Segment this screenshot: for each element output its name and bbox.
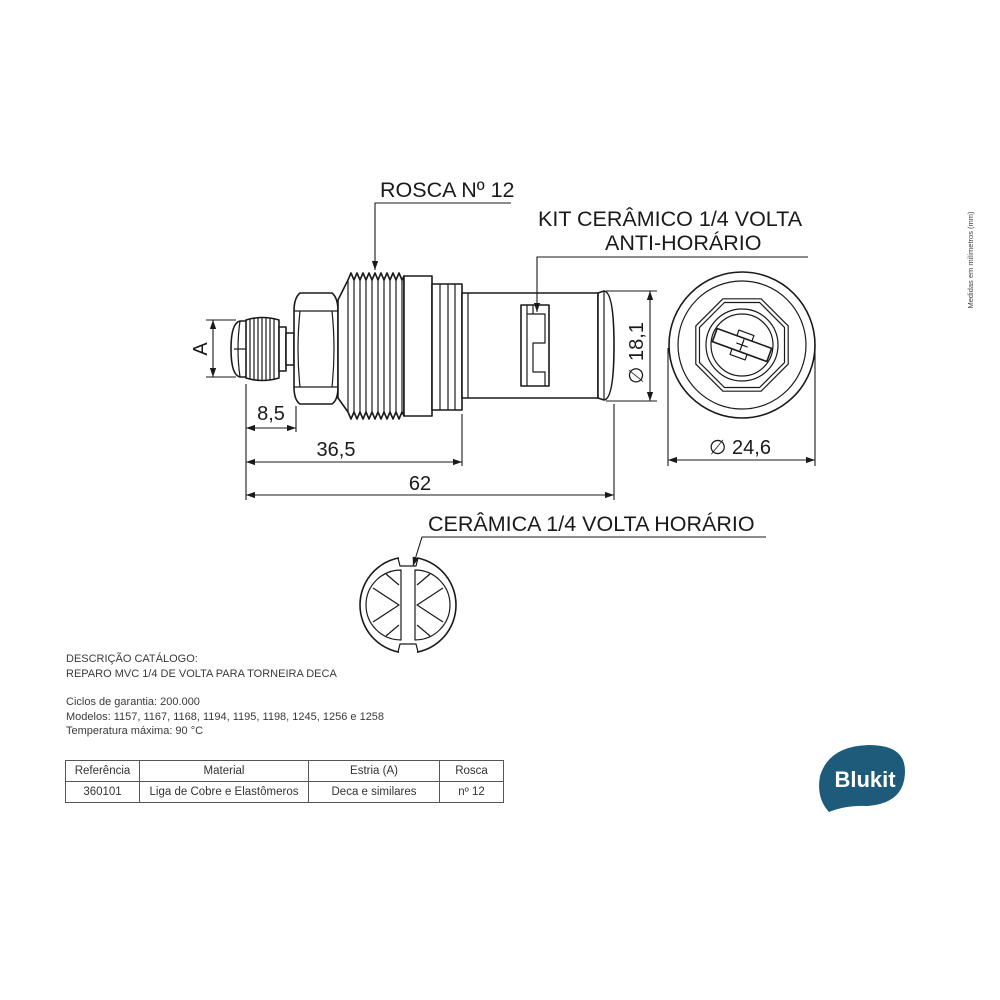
callout-rosca: ROSCA Nº 12 (371, 178, 515, 270)
valve-front-view (668, 271, 816, 419)
spline-stria (245, 316, 280, 382)
cell-estria: Deca e similares (308, 781, 440, 803)
valve-side-view (230, 272, 615, 420)
logo-shape (819, 745, 905, 812)
spec-warranty-cycles: Ciclos de garantia: 200.000 (66, 696, 200, 708)
dimension-a: A (190, 319, 236, 378)
spec-models: Modelos: 1157, 1167, 1168, 1194, 1195, 1… (66, 710, 385, 723)
body-shoulder (403, 275, 463, 417)
header-referencia: Referência (65, 760, 140, 782)
callout-kit-line1: KIT CERÂMICO 1/4 VOLTA (538, 206, 803, 231)
header-material: Material (139, 760, 309, 782)
spec-max-temperature: Temperatura máxima: 90 °C (66, 725, 204, 737)
knob-head (230, 320, 248, 378)
cell-material: Liga de Cobre e Elastômeros (139, 781, 309, 803)
dimension-diameter-24-6: ∅ 24,6 (667, 348, 816, 466)
callout-ceramica: CERÂMICA 1/4 VOLTA HORÁRIO (412, 511, 766, 567)
header-estria: Estria (A) (308, 760, 440, 782)
hex-nut (293, 292, 339, 405)
logo-text: Blukit (834, 767, 896, 792)
dimension-diameter-18-1: ∅ 18,1 (606, 290, 657, 402)
cell-rosca: nº 12 (439, 781, 504, 803)
ceramic-window (520, 304, 550, 387)
callout-kit-ceramico: KIT CERÂMICO 1/4 VOLTA ANTI-HORÁRIO (533, 206, 808, 312)
callout-ceramica-label: CERÂMICA 1/4 VOLTA HORÁRIO (428, 511, 755, 536)
dimension-62-label: 62 (409, 473, 431, 495)
screw-slot (711, 327, 773, 363)
dimension-8-5: 8,5 (245, 384, 297, 500)
dimension-a-label: A (190, 342, 212, 356)
header-rosca: Rosca (439, 760, 504, 782)
catalog-description: DESCRIÇÃO CATÁLOGO: REPARO MVC 1/4 DE VO… (66, 652, 384, 739)
description-title: DESCRIÇÃO CATÁLOGO: (66, 653, 198, 665)
description-text: REPARO MVC 1/4 DE VOLTA PARA TORNEIRA DE… (66, 667, 337, 680)
dimension-diameter-24-6-label: ∅ 24,6 (709, 437, 771, 459)
table-row: 360101 Liga de Cobre e Elastômeros Deca … (65, 781, 504, 803)
units-note: Medidas em milímetros (mm) (966, 211, 975, 309)
callout-rosca-label: ROSCA Nº 12 (380, 178, 515, 202)
stem-neck (278, 326, 295, 372)
dimension-diameter-18-1-label: ∅ 18,1 (626, 322, 648, 384)
end-cap (597, 290, 615, 401)
dimension-62: 62 (246, 404, 615, 500)
spec-table: Referência Material Estria (A) Rosca 360… (65, 760, 504, 803)
dimension-36-5-label: 36,5 (317, 439, 356, 461)
thread-rosca (337, 272, 405, 420)
table-header-row: Referência Material Estria (A) Rosca (65, 760, 504, 782)
dimension-8-5-label: 8,5 (257, 403, 285, 425)
ceramic-disk-view (359, 552, 457, 658)
callout-kit-line2: ANTI-HORÁRIO (605, 230, 761, 255)
dimension-36-5: 36,5 (246, 414, 463, 466)
cell-referencia: 360101 (65, 781, 140, 803)
blukit-logo: Blukit (819, 745, 905, 812)
